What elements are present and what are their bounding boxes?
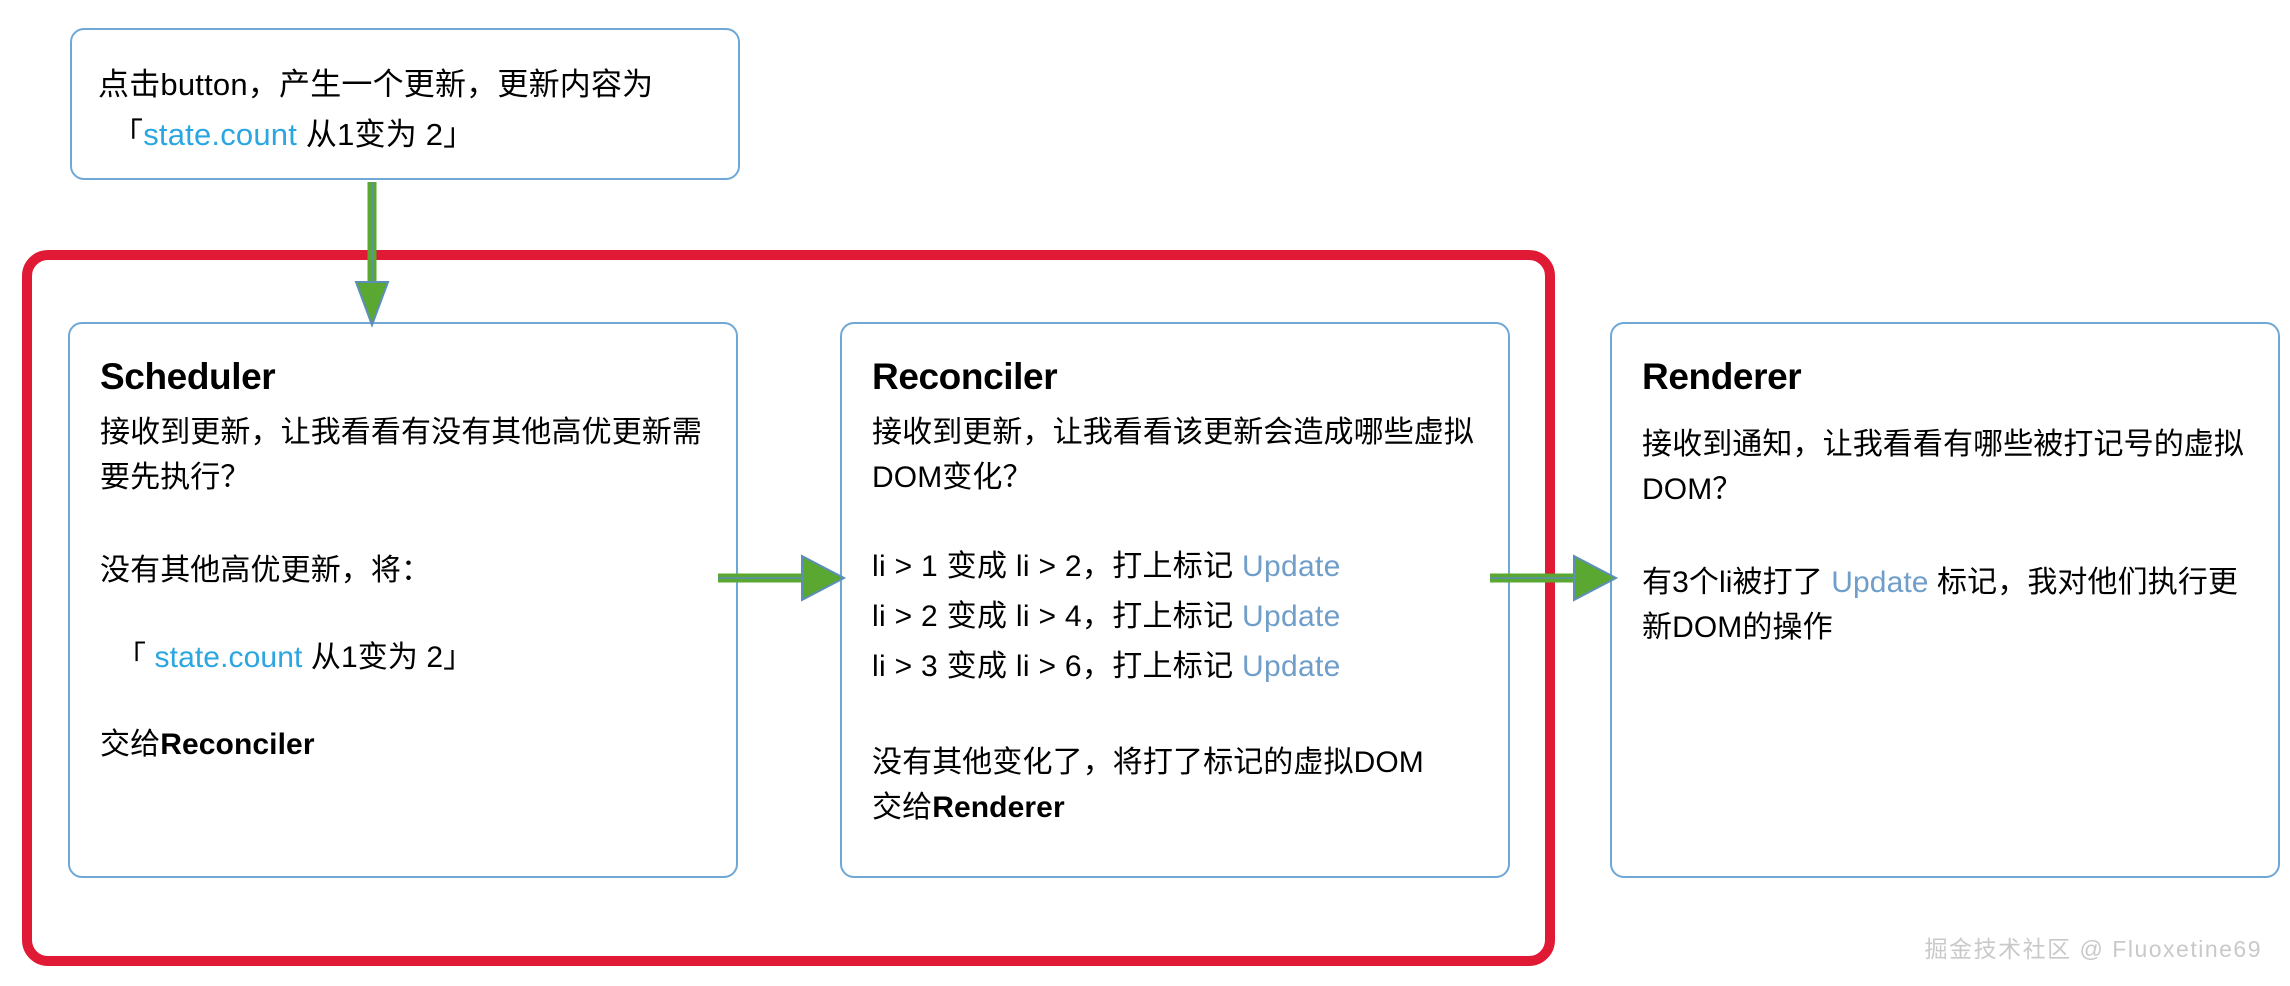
scheduler-update-quote: 「 state.count 从1变为 2」 — [100, 635, 708, 680]
trigger-state-count: state.count — [143, 117, 298, 152]
spacer — [872, 692, 1480, 740]
trigger-quote-rest: 从1变为 2」 — [297, 117, 475, 152]
diff-tag: Update — [1242, 550, 1341, 583]
stage-title-reconciler: Reconciler — [872, 356, 1058, 397]
diff-mark: ，打上标记 — [1081, 600, 1243, 633]
scheduler-quote-rest: 从1变为 2」 — [302, 641, 474, 674]
diff-from: li > 1 — [872, 550, 939, 583]
scheduler-handoff-target: Reconciler — [160, 728, 315, 761]
reconciler-footer-line: 没有其他变化了，将打了标记的虚拟DOM — [872, 746, 1424, 779]
diff-verb: 变成 — [938, 650, 1016, 683]
spacer — [1642, 512, 2250, 560]
scheduler-handoff: 交给Reconciler — [100, 722, 708, 767]
stage-card-reconciler: Reconciler 接收到更新，让我看看该更新会造成哪些虚拟DOM变化？ li… — [840, 322, 1510, 878]
reconciler-diff-row: li > 2 变成 li > 4，打上标记 Update — [872, 592, 1480, 642]
reconciler-handoff: 交给Renderer — [872, 785, 1480, 830]
diff-to: li > 6 — [1015, 650, 1082, 683]
renderer-text-after: 标记，我对他们执行更新DOM的操作 — [1642, 566, 2239, 644]
stage-title-scheduler: Scheduler — [100, 356, 276, 397]
arrow-right-icon — [718, 554, 847, 602]
spacer — [100, 500, 708, 548]
scheduler-paragraph-2: 没有其他高优更新，将： — [100, 554, 432, 587]
scheduler-handoff-prefix: 交给 — [100, 728, 161, 761]
reconciler-diff-row: li > 3 变成 li > 6，打上标记 Update — [872, 642, 1480, 692]
diff-to: li > 4 — [1015, 600, 1082, 633]
trigger-description-box: 点击button，产生一个更新，更新内容为 「state.count 从1变为 … — [70, 28, 740, 180]
scheduler-paragraph-1: 接收到更新，让我看看有没有其他高优更新需要先执行？ — [100, 416, 702, 494]
reconciler-handoff-prefix: 交给 — [872, 791, 933, 824]
renderer-paragraph-1: 接收到通知，让我看看有哪些被打记号的虚拟DOM？ — [1642, 428, 2244, 506]
trigger-line-2: 「state.count 从1变为 2」 — [98, 110, 712, 160]
spacer — [100, 680, 708, 722]
arrow-right-icon — [1490, 554, 1619, 602]
stage-card-scheduler: Scheduler 接收到更新，让我看看有没有其他高优更新需要先执行？ 没有其他… — [68, 322, 738, 878]
watermark-text: 掘金技术社区 @ Fluoxetine69 — [1924, 936, 2262, 962]
reconciler-paragraph-1: 接收到更新，让我看看该更新会造成哪些虚拟DOM变化？ — [872, 416, 1474, 494]
renderer-update-tag: Update — [1831, 566, 1929, 599]
reconciler-diff-row: li > 1 变成 li > 2，打上标记 Update — [872, 542, 1480, 592]
reconciler-handoff-target: Renderer — [932, 791, 1065, 824]
trigger-line-1: 点击button，产生一个更新，更新内容为 — [98, 67, 654, 102]
renderer-text-before: 有3个li被打了 — [1642, 566, 1832, 599]
diff-tag: Update — [1242, 600, 1341, 633]
diff-tag: Update — [1242, 650, 1341, 683]
stage-title-renderer: Renderer — [1642, 356, 1802, 397]
renderer-paragraph-2: 有3个li被打了 Update 标记，我对他们执行更新DOM的操作 — [1642, 560, 2250, 650]
diff-from: li > 3 — [872, 650, 939, 683]
diff-verb: 变成 — [938, 600, 1016, 633]
diff-from: li > 2 — [872, 600, 939, 633]
spacer — [100, 593, 708, 635]
diff-mark: ，打上标记 — [1081, 550, 1243, 583]
scheduler-quote-open: 「 — [116, 641, 155, 674]
diff-mark: ，打上标记 — [1081, 650, 1243, 683]
scheduler-state-count: state.count — [154, 641, 303, 674]
react-core-group-frame — [22, 250, 1555, 966]
arrow-down-icon — [354, 182, 390, 328]
diff-verb: 变成 — [938, 550, 1016, 583]
trigger-quote-open: 「 — [112, 117, 144, 152]
spacer — [872, 500, 1480, 542]
stage-card-renderer: Renderer 接收到通知，让我看看有哪些被打记号的虚拟DOM？ 有3个li被… — [1610, 322, 2280, 878]
diff-to: li > 2 — [1015, 550, 1082, 583]
